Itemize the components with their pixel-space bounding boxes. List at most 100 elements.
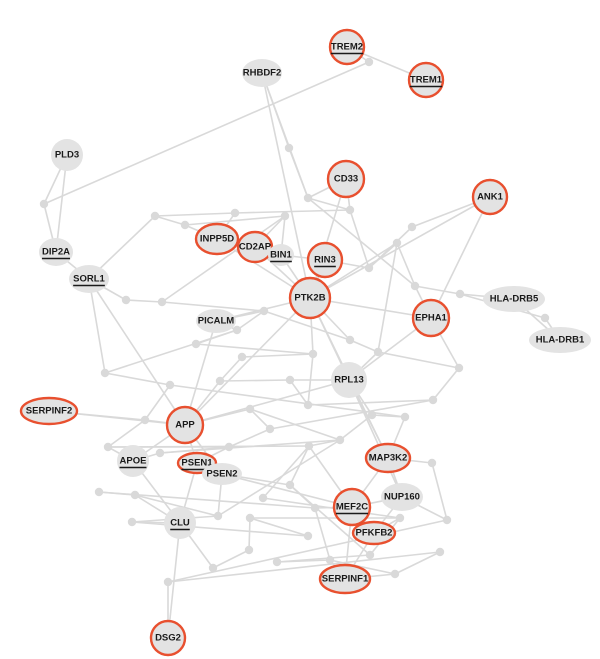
edge-rhbdf2-ptk2b <box>261 72 311 299</box>
node-hla-drb5[interactable]: HLA-DRB5 <box>483 286 545 312</box>
edge-hub <box>349 339 379 353</box>
node-shape-ptk2b <box>288 276 332 320</box>
hub-dot <box>390 569 400 579</box>
edge-ank1-epha1 <box>430 196 491 319</box>
node-pld3[interactable]: PLD3 <box>51 139 83 171</box>
node-trem1[interactable]: TREM1 <box>407 61 445 99</box>
node-ptk2b[interactable]: PTK2B <box>288 276 332 320</box>
hub-dot <box>130 490 140 500</box>
node-shape-hla-drb1 <box>529 327 591 353</box>
hub-dot <box>442 515 452 525</box>
edge-hub <box>394 551 441 575</box>
node-sorl1[interactable]: SORL1 <box>69 265 109 293</box>
node-label-cd2ap: CD2AP <box>239 242 272 253</box>
node-shape-rin3 <box>306 241 344 279</box>
edge-hub <box>228 428 271 448</box>
edge-hub-sorl1 <box>88 278 106 374</box>
node-shape-psen2 <box>202 463 242 485</box>
hub-dot <box>285 480 295 490</box>
hub-dot <box>258 493 268 503</box>
hub-dot <box>165 380 175 390</box>
edge-hub <box>219 379 291 382</box>
edge-hub <box>249 408 271 430</box>
node-label-cd33: CD33 <box>334 174 358 185</box>
node-label-apoe: APOE <box>120 456 147 467</box>
hub-dot <box>335 435 345 445</box>
edge-hub <box>249 517 309 537</box>
hub-dot <box>392 238 402 248</box>
node-shape-cd2ap <box>236 230 274 264</box>
hub-dot <box>400 412 410 422</box>
edge-hub <box>248 517 251 551</box>
node-apoe[interactable]: APOE <box>117 445 149 477</box>
hub-dot <box>410 281 420 291</box>
hub-dot <box>103 442 113 452</box>
node-picalm[interactable]: PICALM <box>196 309 236 333</box>
node-hla-drb1[interactable]: HLA-DRB1 <box>529 327 591 353</box>
hub-dot <box>155 448 165 458</box>
node-rpl13[interactable]: RPL13 <box>331 362 367 398</box>
node-label-hla-drb5: HLA-DRB5 <box>490 294 539 305</box>
node-mef2c[interactable]: MEF2C <box>332 487 372 527</box>
node-psen2[interactable]: PSEN2 <box>202 463 242 485</box>
hub-dot <box>280 211 290 221</box>
hub-dot <box>39 199 49 209</box>
node-shape-clu <box>164 507 196 539</box>
edge-hub <box>276 559 331 563</box>
node-pfkfb2[interactable]: PFKFB2 <box>351 520 397 546</box>
edge-hub <box>144 384 171 421</box>
edge-hub <box>236 310 265 331</box>
node-label-dsg2: DSG2 <box>155 633 181 644</box>
edge-hub <box>134 494 219 517</box>
node-shape-trem2 <box>328 28 366 66</box>
node-trem2[interactable]: TREM2 <box>328 28 366 66</box>
node-rin3[interactable]: RIN3 <box>306 241 344 279</box>
node-label-pld3: PLD3 <box>55 150 79 161</box>
node-shape-map3k2 <box>364 442 412 474</box>
node-bin1[interactable]: BIN1 <box>268 244 294 266</box>
node-label-picalm: PICALM <box>198 316 235 327</box>
hub-dot <box>121 295 131 305</box>
edge-hub <box>314 507 331 561</box>
edge-hub <box>161 301 265 312</box>
node-map3k2[interactable]: MAP3K2 <box>364 442 412 474</box>
hub-dot <box>285 375 295 385</box>
node-serpinf1[interactable]: SERPINF1 <box>318 563 372 595</box>
edge-rpl13-nup160 <box>348 379 403 498</box>
hub-dot <box>367 410 377 420</box>
edge-hub <box>104 329 238 374</box>
hub-dot <box>245 404 255 414</box>
node-app[interactable]: APP <box>165 405 205 445</box>
node-nup160[interactable]: NUP160 <box>381 483 423 511</box>
edge-hub <box>241 353 314 358</box>
edge-hub <box>249 408 341 441</box>
hub-dot <box>284 143 294 153</box>
node-epha1[interactable]: EPHA1 <box>411 298 451 338</box>
edge-hub <box>432 367 460 401</box>
node-shape-epha1 <box>411 298 451 338</box>
node-cd33[interactable]: CD33 <box>326 159 366 199</box>
node-label-ptk2b: PTK2B <box>294 293 325 304</box>
hub-dot <box>150 211 160 221</box>
node-dip2a[interactable]: DIP2A <box>39 238 73 266</box>
node-inpp5d[interactable]: INPP5D <box>194 222 240 256</box>
hub-dot <box>310 503 320 513</box>
hub-dot <box>325 555 335 565</box>
hub-dot <box>303 531 313 541</box>
node-serpinf2[interactable]: SERPINF2 <box>19 396 79 426</box>
edge-hub <box>43 61 370 205</box>
hub-dot <box>454 363 464 373</box>
edge-hub <box>131 521 309 537</box>
node-label-app: APP <box>175 420 195 431</box>
edge-ank1-ptk2b <box>309 196 491 299</box>
node-dsg2[interactable]: DSG2 <box>149 619 187 657</box>
node-clu[interactable]: CLU <box>164 507 196 539</box>
node-cd2ap[interactable]: CD2AP <box>236 230 274 264</box>
node-ank1[interactable]: ANK1 <box>471 178 509 216</box>
edge-hub <box>263 310 351 341</box>
node-rhbdf2[interactable]: RHBDF2 <box>242 59 282 87</box>
edge-hub <box>98 491 136 496</box>
hub-dot <box>140 415 150 425</box>
hub-dot <box>373 347 383 357</box>
